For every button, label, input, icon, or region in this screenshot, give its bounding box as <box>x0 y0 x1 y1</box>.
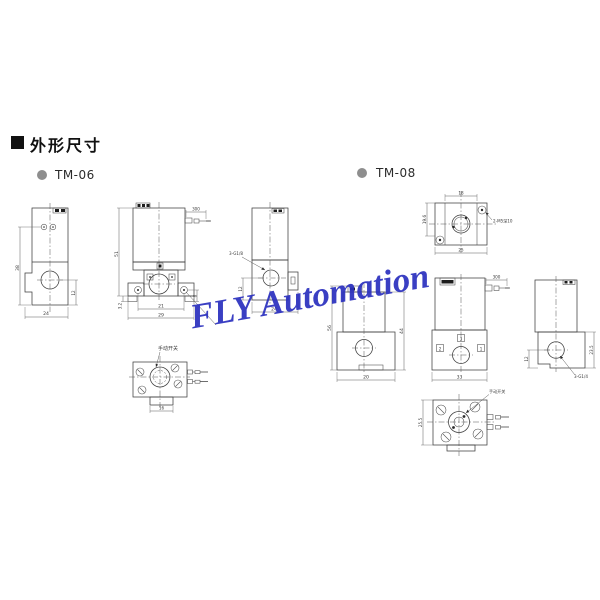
dimensions: 38 12 24 <box>15 226 78 319</box>
dim-depth: 24 <box>43 311 49 317</box>
bullet-icon <box>357 168 367 178</box>
bullet-icon <box>37 170 47 180</box>
dim-depth: 25.5 <box>418 418 423 428</box>
dim-depth: 20 <box>363 375 369 381</box>
dim-total-height: 56 <box>327 325 333 331</box>
tm06-front-view: 300 51 3.2 6 21 29 <box>114 202 217 326</box>
dim-body-height: 44 <box>399 328 405 334</box>
dimensions: 56 44 20 <box>327 285 406 382</box>
port-thread-label: 3-G1/4 <box>574 374 588 379</box>
body-outline <box>24 203 69 312</box>
dimensions: 3-G1/8 12 24 <box>229 251 299 314</box>
labels-dimensions: 18 19.6 25 2-M5深10 <box>422 191 513 255</box>
dim-flange: 6 <box>193 294 198 297</box>
dim-port-height: 12 <box>524 356 529 362</box>
body-outline <box>429 191 496 253</box>
dim-base: 3.2 <box>118 302 123 309</box>
leader-arrow <box>261 267 265 270</box>
leader-arrow <box>560 356 564 360</box>
tm08-port-view: 12 23.5 3-G1/4 <box>524 276 596 379</box>
port-2-label: 2 <box>439 346 442 351</box>
leader-arrow <box>466 409 470 413</box>
port-thread-label: 3-G1/8 <box>229 251 243 256</box>
leader-arrow <box>155 363 159 367</box>
tm08-side-view: 56 44 20 <box>327 282 406 382</box>
section-label-tm06: TM-06 <box>55 168 95 182</box>
dimensions: 300 51 3.2 6 21 29 <box>114 207 207 320</box>
thread-label: 2-M5深10 <box>493 218 513 224</box>
dim-top-width: 18 <box>458 191 464 196</box>
dim-width: 25 <box>458 248 464 253</box>
dim-port-height: 12 <box>238 286 243 292</box>
body-outline <box>251 202 299 306</box>
body-outline <box>336 282 396 374</box>
dim-depth: 24 <box>271 307 277 313</box>
dim-hole-span: 21 <box>158 304 164 310</box>
tm06-left-view: 38 12 24 <box>15 203 78 319</box>
manual-switch-label: 手动开关 <box>489 388 505 394</box>
dim-cable: 300 <box>192 207 200 212</box>
port-1-label: 1 <box>480 346 483 351</box>
tm08-bottom-view: 手动开关 25.5 <box>418 388 509 456</box>
tm06-bottom-view: 手动开关 16 <box>129 345 208 413</box>
body-outline <box>427 394 509 456</box>
dim-height: 51 <box>114 251 120 257</box>
heading-square-icon <box>11 136 24 149</box>
labels-dimensions: 手动开关 16 <box>149 345 178 413</box>
leader-line <box>185 291 217 326</box>
body-outline <box>127 202 217 326</box>
tm08-front-view: 3 2 1 300 33 <box>431 274 510 382</box>
dim-side-depth: 19.6 <box>422 215 427 225</box>
manual-switch-label: 手动开关 <box>158 345 178 352</box>
labels-dimensions: 3 2 1 300 33 <box>431 275 508 382</box>
body-outline <box>534 276 586 372</box>
dim-port-height: 12 <box>71 290 76 296</box>
leader-arrow <box>485 212 489 216</box>
dim-cable: 300 <box>493 275 501 280</box>
dim-width: 29 <box>158 313 164 319</box>
labels-dimensions: 12 23.5 3-G1/4 <box>524 331 596 379</box>
body-outline <box>129 356 208 408</box>
labels-dimensions: 手动开关 25.5 <box>418 388 505 446</box>
body-outline <box>431 274 510 374</box>
tm08-top-view: 18 19.6 25 2-M5深10 <box>422 191 513 255</box>
dim-body-height: 23.5 <box>589 345 594 355</box>
section-label-tm08: TM-08 <box>376 166 416 180</box>
dim-height: 38 <box>15 265 21 271</box>
tm06-side-view: 3-G1/8 12 24 <box>229 202 299 314</box>
port-3-label: 3 <box>460 336 463 341</box>
dim-width: 16 <box>159 406 165 411</box>
dim-width: 33 <box>457 375 463 381</box>
page-title: 外形尺寸 <box>30 136 103 155</box>
